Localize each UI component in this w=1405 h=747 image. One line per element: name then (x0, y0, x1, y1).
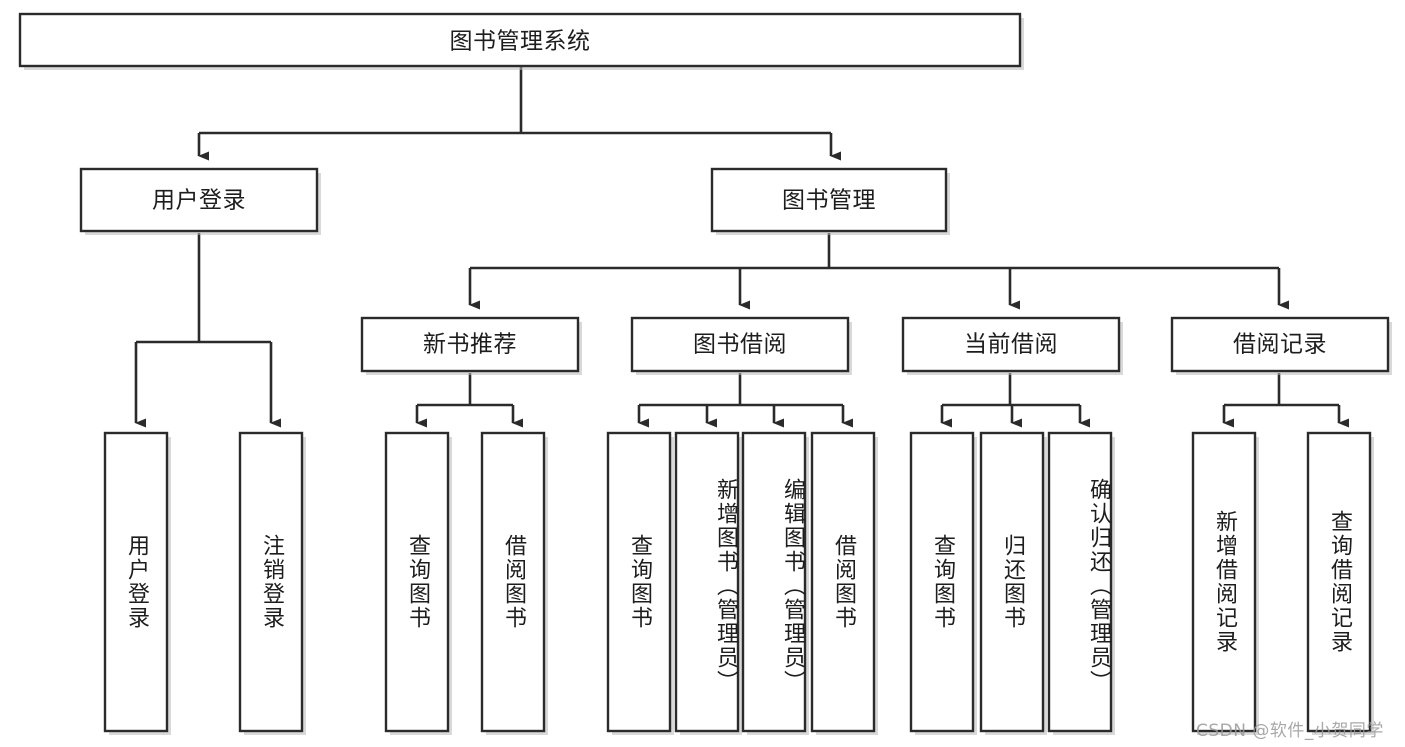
connectors-new-book-recommend-to-leaves (415, 373, 523, 428)
connectors-current-borrow-to-leaves (940, 373, 1090, 428)
node-new-book-recommend[interactable]: 新书推荐 (360, 316, 582, 375)
current-borrow-box[interactable] (901, 316, 1121, 373)
new-book-recommend-box[interactable] (360, 316, 580, 373)
leaf-logout-login-box[interactable] (238, 431, 304, 733)
node-book-borrow[interactable]: 图书借阅 (630, 316, 852, 375)
node-user-login[interactable]: 用户登录 (79, 167, 321, 235)
leaf-boxes (103, 431, 1374, 735)
leaf-user-login-box[interactable] (103, 431, 169, 733)
leaf-edit-book-box[interactable] (741, 431, 807, 733)
leaf-borrow-book-2-box[interactable] (810, 431, 876, 733)
leaf-query-record-box[interactable] (1306, 431, 1372, 733)
leaf-add-book-box[interactable] (674, 431, 740, 733)
leaf-query-book-1-box[interactable] (384, 431, 450, 733)
node-current-borrow[interactable]: 当前借阅 (901, 316, 1123, 375)
connectors-book-borrow-to-leaves (637, 373, 853, 428)
node-book-manage[interactable]: 图书管理 (710, 167, 950, 235)
user-login-label: 用户登录 (152, 188, 246, 214)
connectors-user-login-to-leaves (134, 233, 281, 428)
book-manage-box[interactable] (710, 167, 948, 233)
borrow-record-box[interactable] (1170, 316, 1390, 373)
node-root[interactable]: 图书管理系统 (18, 12, 1024, 70)
user-login-box[interactable] (79, 167, 319, 233)
new-book-recommend-label: 新书推荐 (423, 332, 517, 358)
root-label: 图书管理系统 (450, 29, 591, 55)
connectors-book-manage-to-level3 (468, 233, 1289, 310)
leaf-borrow-book-1-box[interactable] (480, 431, 546, 733)
csdn-watermark: CSDN @软件_小贺同学 (1196, 721, 1384, 741)
leaf-add-record-box[interactable] (1191, 431, 1257, 733)
leaf-confirm-return-box[interactable] (1047, 431, 1113, 733)
book-borrow-box[interactable] (630, 316, 850, 373)
borrow-record-label: 借阅记录 (1233, 332, 1327, 358)
current-borrow-label: 当前借阅 (964, 332, 1058, 358)
node-borrow-record[interactable]: 借阅记录 (1170, 316, 1392, 375)
book-borrow-label: 图书借阅 (693, 332, 787, 358)
connectors-root-to-level2 (197, 67, 841, 161)
leaf-return-book-box[interactable] (979, 431, 1045, 733)
connectors-borrow-record-to-leaves (1222, 373, 1349, 428)
leaf-query-book-3-box[interactable] (909, 431, 975, 733)
leaf-query-book-2-box[interactable] (606, 431, 672, 733)
root-box[interactable] (18, 12, 1022, 68)
book-manage-label: 图书管理 (782, 188, 876, 214)
